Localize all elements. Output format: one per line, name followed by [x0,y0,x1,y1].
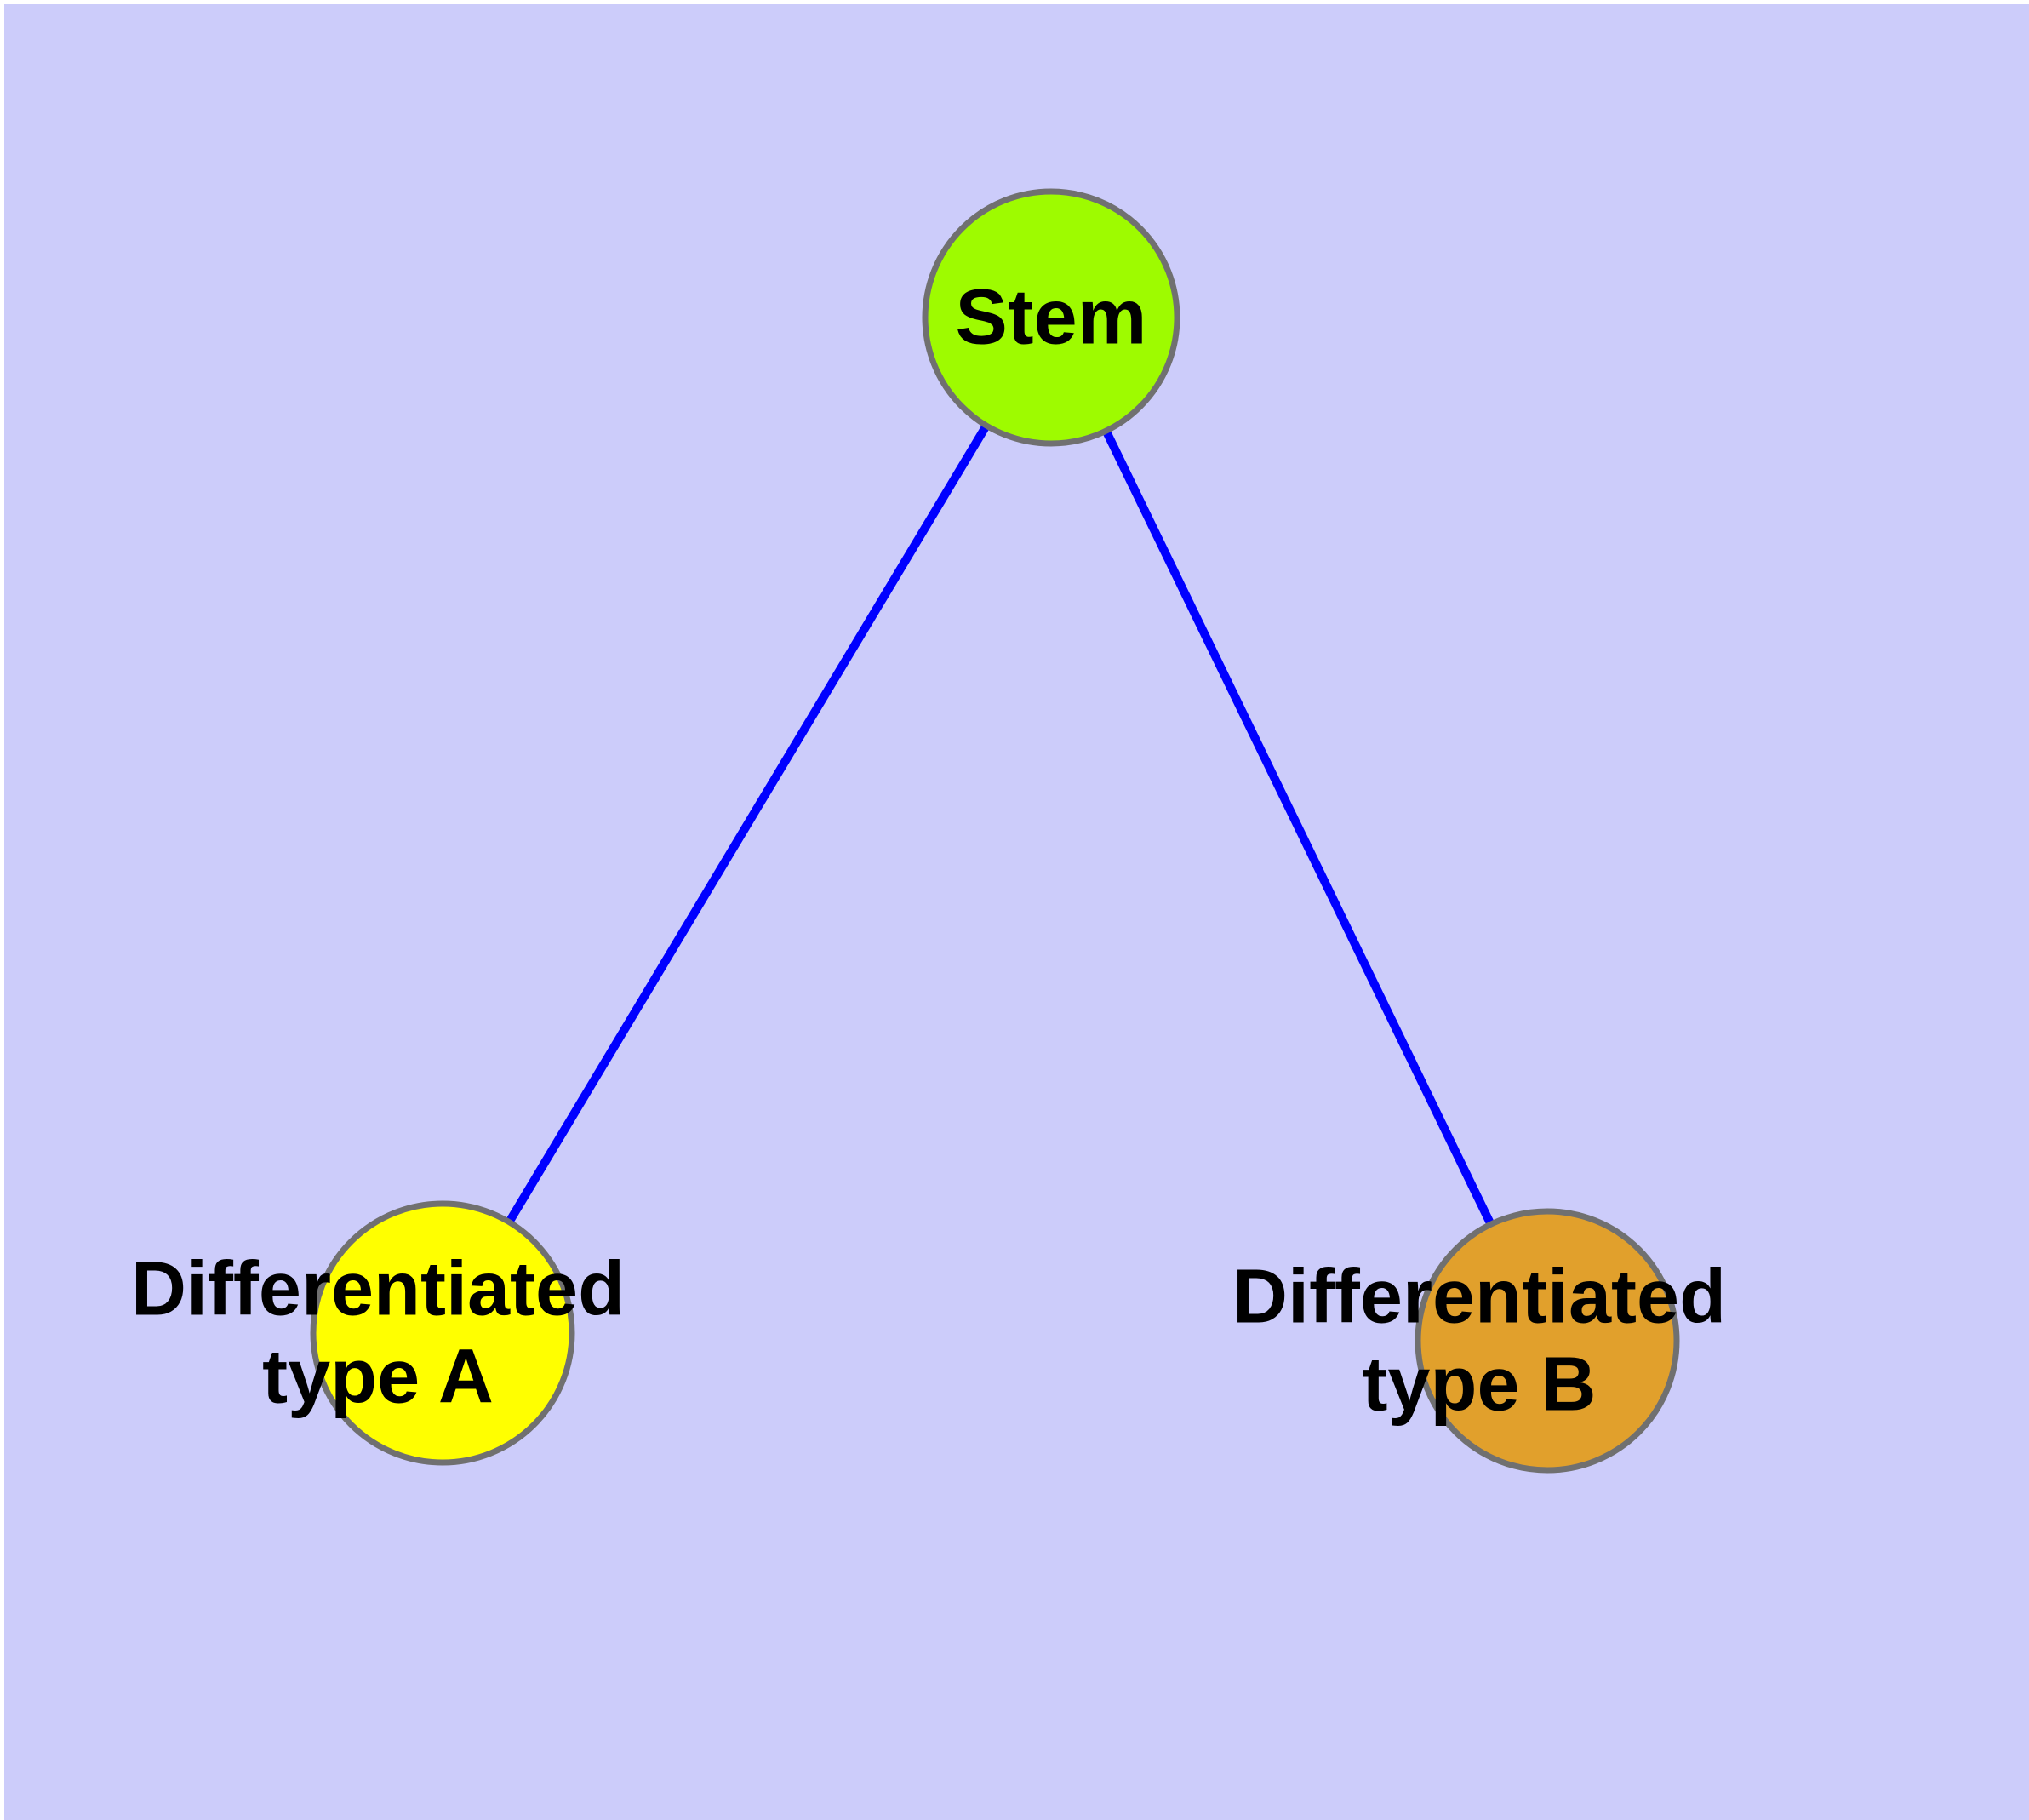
edge-stem-to-type-b [1047,315,1552,1343]
edge-layer [438,315,1552,1343]
node-differentiated-type-b[interactable] [1415,1208,1680,1474]
edge-stem-to-type-a [438,315,1055,1336]
node-differentiated-type-a[interactable] [310,1200,575,1466]
node-layer [310,188,1680,1474]
node-stem[interactable] [922,188,1180,447]
